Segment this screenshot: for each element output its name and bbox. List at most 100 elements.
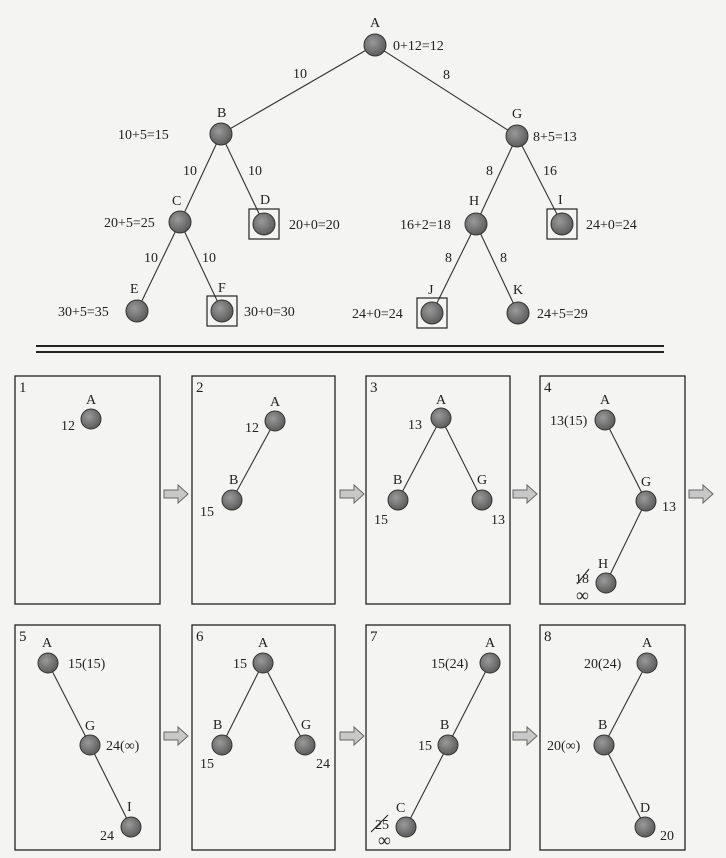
step4-value-h-infinity: ∞ bbox=[576, 585, 589, 605]
edge-b-d bbox=[220, 133, 265, 225]
node-label-d: D bbox=[260, 193, 270, 208]
step4-value-h-struck: 18 bbox=[575, 572, 589, 587]
edge-b-c bbox=[179, 133, 222, 223]
edge-cost-g-h: 8 bbox=[486, 164, 493, 179]
edge-cost-c-e: 10 bbox=[144, 251, 158, 266]
step-number-1: 1 bbox=[19, 380, 27, 396]
step4-edge-a-g bbox=[604, 419, 647, 502]
step4-node-g bbox=[635, 490, 657, 512]
node-k bbox=[506, 301, 530, 325]
tree-edges bbox=[136, 44, 563, 314]
step8-edge-a-b bbox=[603, 662, 648, 746]
node-label-f: F bbox=[218, 281, 226, 296]
step2-label-a: A bbox=[270, 395, 281, 410]
step3-node-b bbox=[387, 489, 409, 511]
step-tree-nodes bbox=[37, 407, 658, 838]
step-numbers: 1 2 3 4 5 6 7 8 bbox=[19, 380, 552, 645]
step-panel-5 bbox=[14, 624, 161, 851]
step-panel-6 bbox=[191, 624, 336, 851]
step7-strike-mark bbox=[370, 814, 389, 833]
node-label-b: B bbox=[217, 106, 226, 121]
edge-cost-h-k: 8 bbox=[500, 251, 507, 266]
step-number-6: 6 bbox=[196, 629, 204, 645]
arrow-6-7 bbox=[339, 725, 365, 747]
step3-node-g bbox=[471, 489, 493, 511]
step2-node-a bbox=[264, 410, 286, 432]
node-c bbox=[168, 210, 192, 234]
step5-label-a: A bbox=[42, 636, 53, 651]
node-h bbox=[464, 212, 488, 236]
step-panel-8 bbox=[539, 624, 686, 851]
step8-value-d: 20 bbox=[660, 829, 674, 844]
step3-value-b: 15 bbox=[374, 513, 388, 528]
tree-nodes bbox=[125, 33, 574, 325]
step7-label-a: A bbox=[485, 636, 496, 651]
step7-label-b: B bbox=[440, 718, 449, 733]
step8-value-a: 20(24) bbox=[584, 657, 622, 672]
edge-g-i bbox=[516, 135, 563, 225]
step8-node-d bbox=[634, 816, 656, 838]
arrow-1-2 bbox=[163, 483, 189, 505]
step-number-3: 3 bbox=[370, 380, 378, 396]
node-value-k: 24+5=29 bbox=[537, 307, 588, 322]
step7-edge-b-c bbox=[405, 744, 449, 828]
node-label-a: A bbox=[370, 16, 381, 31]
arrow-2-3 bbox=[339, 483, 365, 505]
step4-node-h bbox=[595, 572, 617, 594]
node-label-h: H bbox=[469, 194, 479, 209]
step7-node-a bbox=[479, 652, 501, 674]
step1-label-a: A bbox=[86, 393, 97, 408]
step7-node-b bbox=[437, 734, 459, 756]
step3-edge-a-b bbox=[397, 417, 442, 501]
node-value-j: 24+0=24 bbox=[352, 307, 403, 322]
step4-value-a: 13(15) bbox=[550, 414, 588, 429]
step-panels bbox=[14, 375, 686, 851]
edge-cost-a-b: 10 bbox=[293, 67, 307, 82]
step4-label-a: A bbox=[600, 393, 611, 408]
step-tree-letters: A A B A B G A G H A G I A B G A B C A B … bbox=[42, 393, 653, 816]
goal-box-f bbox=[206, 295, 238, 327]
node-label-c: C bbox=[172, 194, 181, 209]
step-panel-2 bbox=[191, 375, 336, 605]
step-number-5: 5 bbox=[19, 629, 27, 645]
step5-label-i: I bbox=[127, 800, 132, 815]
node-letters: A B G C D H I E F J K bbox=[130, 16, 563, 298]
step3-label-a: A bbox=[436, 393, 447, 408]
arrow-7-8 bbox=[512, 725, 538, 747]
step3-node-a bbox=[430, 407, 452, 429]
step6-node-b bbox=[211, 734, 233, 756]
goal-box-i bbox=[546, 208, 578, 240]
step7-value-c-infinity: ∞ bbox=[378, 830, 391, 850]
step5-value-i: 24 bbox=[100, 829, 114, 844]
node-value-b: 10+5=15 bbox=[118, 128, 169, 143]
step3-value-g: 13 bbox=[491, 513, 505, 528]
step-tree-values: 12 12 15 13 15 13 13(15) 13 18 ∞ 15(15) … bbox=[61, 414, 676, 850]
step7-value-c-struck: 25 bbox=[375, 818, 389, 833]
goal-boxes bbox=[206, 208, 578, 329]
node-value-f: 30+0=30 bbox=[244, 305, 295, 320]
edge-h-k bbox=[475, 223, 519, 314]
step7-edge-a-b bbox=[447, 662, 491, 746]
step-panel-1 bbox=[14, 375, 161, 605]
node-value-i: 24+0=24 bbox=[586, 218, 637, 233]
step8-node-a bbox=[636, 652, 658, 674]
node-label-g: G bbox=[512, 107, 522, 122]
step6-label-a: A bbox=[258, 636, 269, 651]
step3-label-b: B bbox=[393, 473, 402, 488]
step8-label-b: B bbox=[598, 718, 607, 733]
node-a bbox=[363, 33, 387, 57]
node-i bbox=[550, 212, 574, 236]
step8-label-d: D bbox=[640, 801, 650, 816]
node-value-c: 20+5=25 bbox=[104, 216, 155, 231]
step-number-7: 7 bbox=[370, 629, 378, 645]
step7-value-b: 15 bbox=[418, 739, 432, 754]
node-value-e: 30+5=35 bbox=[58, 305, 109, 320]
edge-cost-labels: 10 8 10 10 8 16 10 10 8 8 bbox=[144, 67, 557, 266]
step6-node-g bbox=[294, 734, 316, 756]
step8-label-a: A bbox=[642, 636, 653, 651]
step7-value-a: 15(24) bbox=[431, 657, 469, 672]
step-panel-3 bbox=[365, 375, 511, 605]
section-divider bbox=[36, 345, 664, 353]
step3-label-g: G bbox=[477, 473, 487, 488]
edge-a-g bbox=[374, 44, 518, 137]
